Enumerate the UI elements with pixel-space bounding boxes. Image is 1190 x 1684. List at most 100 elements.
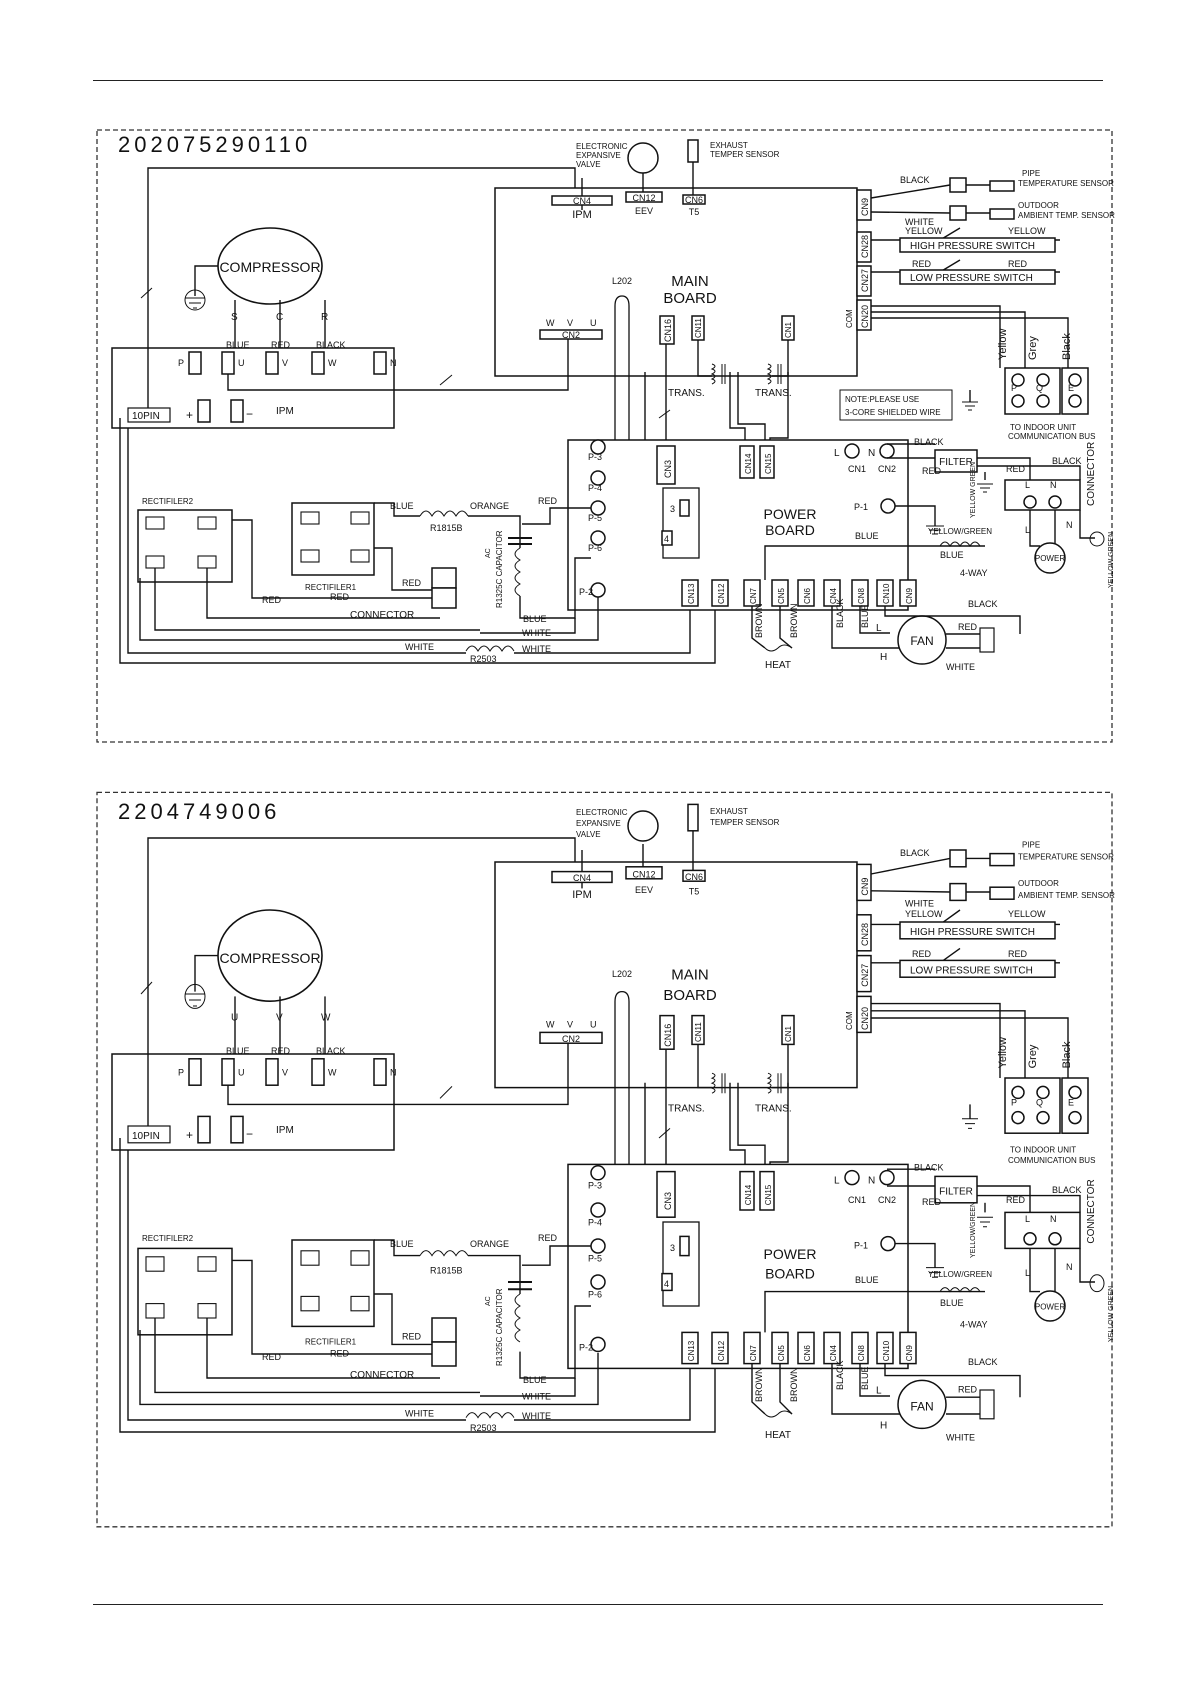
com-label: COM	[845, 309, 854, 328]
fan-blue-wire	[859, 606, 890, 634]
bottom-connector-label: CN6	[803, 1345, 812, 1362]
cn2-v-label: V	[567, 318, 573, 328]
exhaust-label: TEMPER SENSOR	[710, 818, 780, 827]
indoor-bus-label: COMMUNICATION BUS	[1008, 1156, 1095, 1165]
cn2-w-label: W	[546, 318, 555, 328]
cn16-connector	[659, 315, 675, 345]
capacitor-label: R1325C CAPACITOR	[495, 1288, 504, 1366]
power-supply-icon	[1034, 542, 1066, 574]
rectifier-pin	[145, 516, 165, 530]
connector-bottom	[431, 1341, 457, 1367]
t5-label: T5	[689, 886, 700, 896]
wire-pipe-sensor	[870, 857, 951, 875]
cn15-connector	[759, 1170, 775, 1211]
cn4-connector	[551, 870, 613, 884]
power-supply-l	[1029, 1248, 1040, 1293]
rect1-red-wire	[374, 1293, 432, 1346]
eev-coil-icon	[627, 810, 659, 842]
rect2-red-wire	[232, 1259, 440, 1355]
compressor-wire-label: BLUE	[226, 340, 250, 350]
cn3-connector	[656, 1170, 676, 1218]
compressor-ground-wire	[194, 954, 218, 992]
power-n-terminal	[879, 1169, 895, 1186]
rectifier-pin	[197, 1256, 217, 1272]
yellow-green-label: YELLOW GREEN	[1108, 532, 1115, 588]
power-l-terminal	[844, 443, 860, 459]
wire-white-label: WHITE	[905, 217, 934, 227]
lps-box	[899, 959, 1056, 978]
filter-out	[977, 1185, 1031, 1213]
heater-wire-2	[779, 606, 793, 649]
bottom-connector	[711, 579, 729, 607]
power-board-label: BOARD	[765, 522, 815, 538]
rectifier-pin	[350, 1250, 370, 1266]
pipe-sensor-label: TEMPERATURE SENSOR	[1018, 853, 1114, 862]
ipm-to-cn2-wire	[227, 338, 569, 391]
pipe-sensor-label: TEMPERATURE SENSOR	[1018, 179, 1114, 188]
bottom-connector	[899, 579, 917, 607]
white-right-wire	[514, 610, 691, 654]
connector-label: CONNECTOR	[350, 610, 414, 621]
outer-loop-wire	[119, 418, 716, 664]
brown-label: BROWN	[789, 604, 799, 639]
bottom-connector-label: CN13	[687, 583, 696, 604]
fan-black-top-wire	[884, 1363, 1021, 1398]
orange-wire	[468, 515, 521, 533]
p1-label: P-1	[854, 1240, 868, 1250]
main-board	[494, 187, 858, 377]
power-supply-n	[1048, 1248, 1056, 1293]
cn15-label: CN15	[764, 1184, 773, 1205]
yellow-green-label: YELLOW GREEN	[970, 462, 977, 518]
cn4-label: CN4	[573, 873, 591, 883]
r2503-inductor-icon	[465, 645, 515, 652]
compressor-terminal-label: S	[231, 312, 238, 323]
power-terminal-label: P-2	[579, 587, 593, 597]
power-n-terminal	[879, 443, 895, 459]
bottom-connector	[711, 1331, 729, 1365]
white-right-wire	[514, 1368, 691, 1421]
dc-minus-terminal	[230, 1115, 244, 1144]
tenpin-connector	[127, 1125, 171, 1144]
heater-wire-2	[779, 1363, 793, 1415]
ground-icon	[962, 401, 978, 411]
eev-label: ELECTRONIC	[576, 142, 628, 151]
red-label: RED	[402, 1332, 422, 1342]
bottom-connector-label: CN12	[717, 1340, 726, 1361]
main-board-label: MAIN	[671, 967, 709, 984]
wire-break-mark	[439, 374, 453, 386]
wiring-diagram-svg: 202075290110MAINBOARDELECTRONICEXPANSIVE…	[96, 129, 1115, 743]
wire-yellow-label: YELLOW	[1008, 226, 1046, 236]
red-label: RED	[958, 1384, 978, 1394]
relay-pin-3	[679, 1235, 690, 1257]
power-l-label: L	[834, 1176, 840, 1187]
white-label: WHITE	[522, 1392, 551, 1402]
ipm-terminal	[265, 1058, 279, 1086]
ambient-sensor-label: AMBIENT TEMP. SENSOR	[1018, 891, 1115, 900]
power-terminal-icon	[590, 1274, 606, 1290]
compressor-terminal-label: U	[231, 1012, 238, 1023]
cn3-label: CN3	[663, 1192, 673, 1210]
power-l-label: L	[1025, 525, 1030, 535]
comm-wire-e	[871, 317, 1069, 368]
power-terminal-screw	[1048, 1232, 1062, 1246]
ambient-sensor-label: OUTDOOR	[1018, 201, 1059, 210]
terminal-screw-icon	[1068, 1085, 1082, 1100]
cn9-label: CN9	[860, 878, 870, 896]
power-n-label: N	[1066, 1262, 1073, 1272]
hps-box	[899, 921, 1056, 940]
cn27-connector	[856, 265, 872, 297]
orange-wire	[468, 1254, 521, 1276]
power-terminal-label: P-6	[588, 543, 602, 553]
white-label: WHITE	[522, 1411, 551, 1421]
rectifier-pin	[197, 555, 217, 569]
grey-label: Grey	[1027, 1044, 1039, 1068]
cn2-connector	[539, 1031, 603, 1044]
eev-label: VALVE	[576, 830, 601, 839]
rect1-red-wire	[374, 547, 432, 591]
fan-h-label: H	[880, 1420, 887, 1431]
power-supply-l	[1029, 510, 1040, 547]
heater-wire-1	[751, 1363, 766, 1415]
ground-icon	[926, 525, 944, 535]
wire-red-label: RED	[912, 259, 932, 269]
